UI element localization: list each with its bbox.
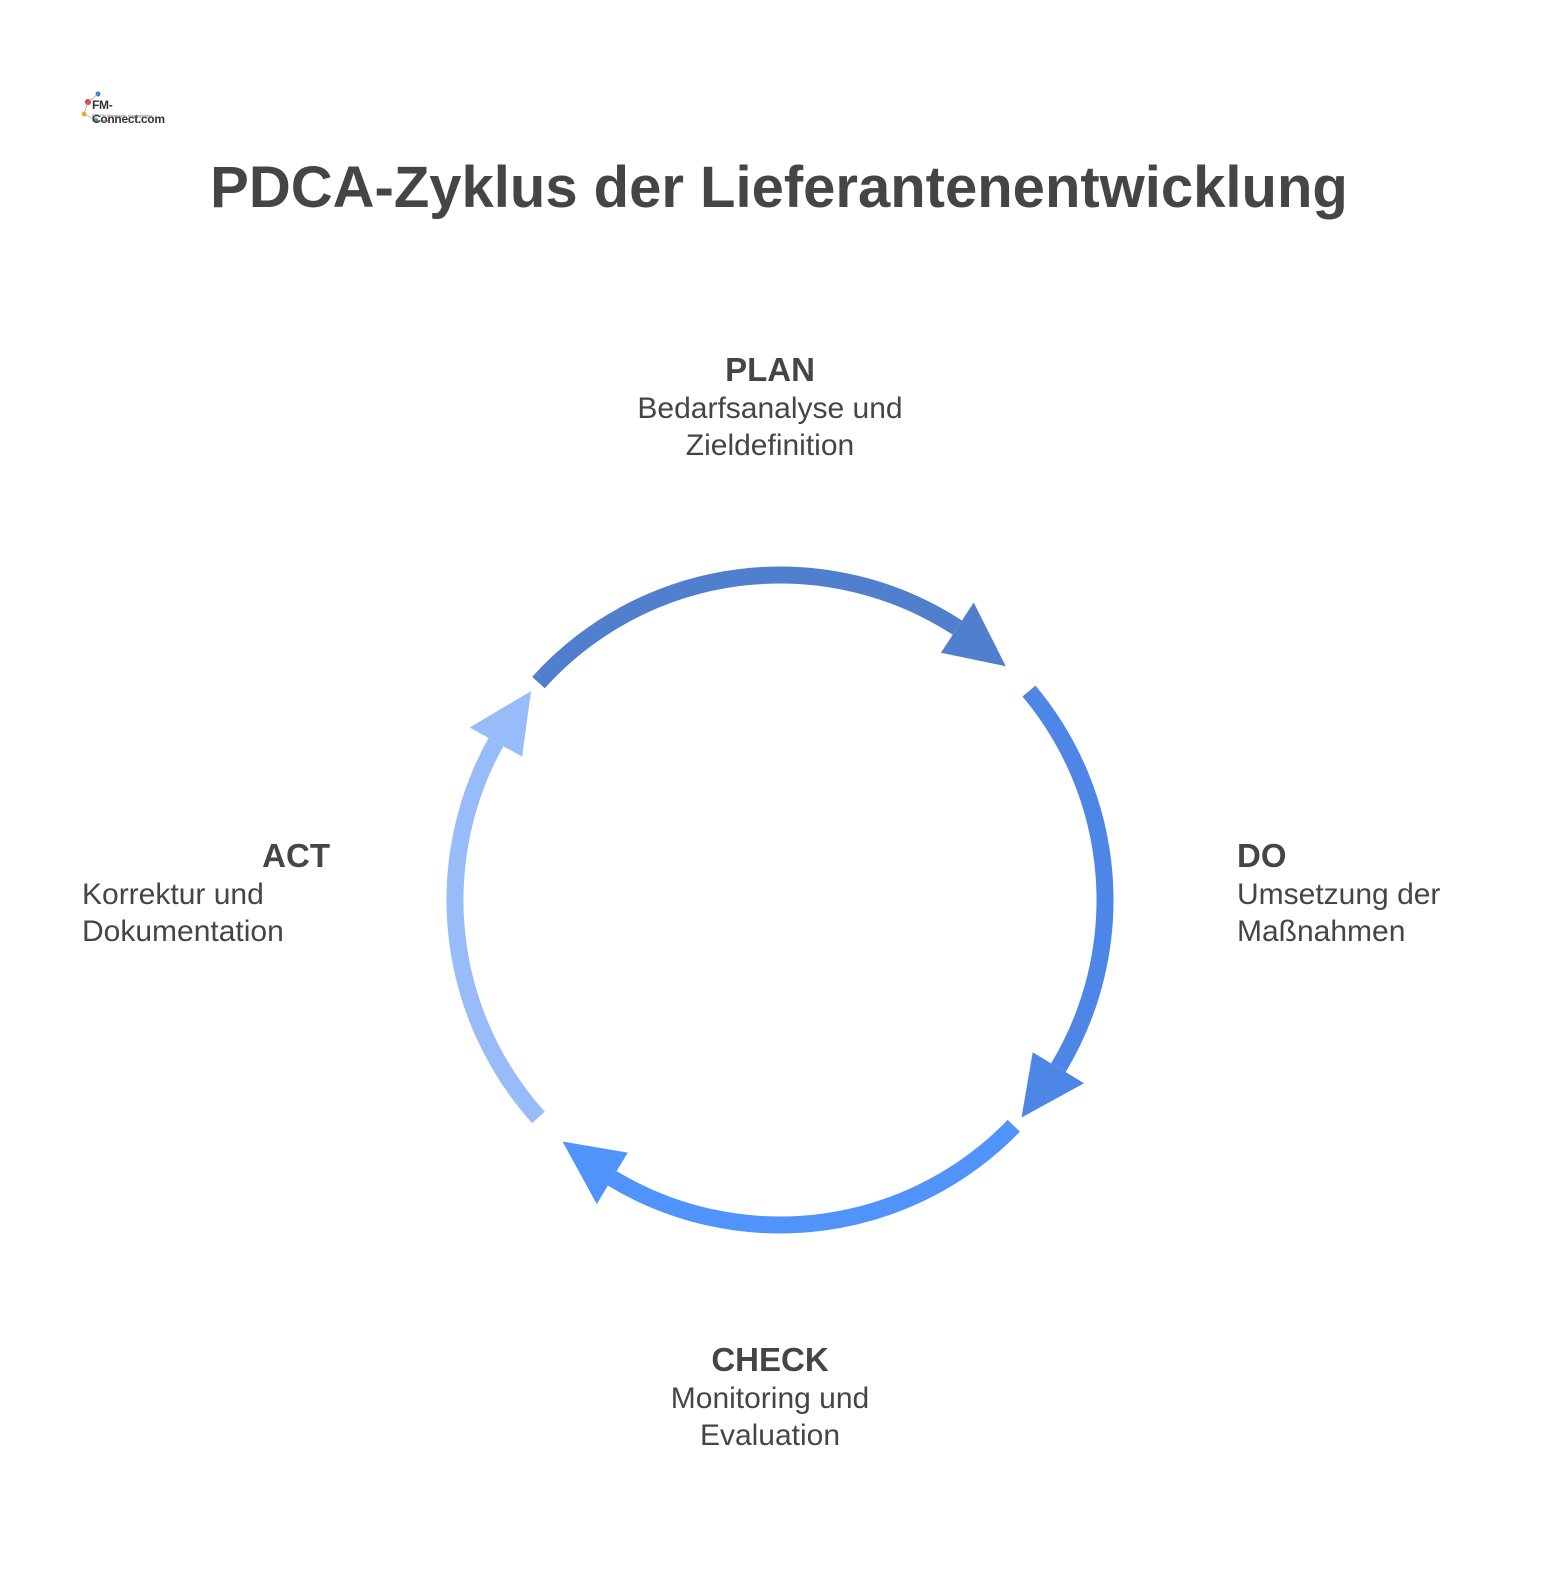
- stage-act: ACT Korrektur und Dokumentation: [30, 836, 330, 950]
- stage-act-desc-line1: Korrektur und: [82, 878, 264, 911]
- arrowhead-do: [1021, 1052, 1085, 1118]
- stage-plan: PLAN Bedarfsanalyse und Zieldefinition: [570, 350, 970, 464]
- cycle-arrow-plan: [532, 566, 962, 689]
- arrowhead-act: [469, 691, 532, 757]
- page-title: PDCA-Zyklus der Lieferantenentwicklung: [210, 155, 1348, 220]
- stage-do: DO Umsetzung der Maßnahmen: [1237, 836, 1537, 950]
- stage-check-name: CHECK: [711, 1341, 829, 1378]
- stage-check: CHECK Monitoring und Evaluation: [570, 1340, 970, 1454]
- stage-act-desc-line2: Dokumentation: [82, 915, 284, 948]
- logo-subtext: Das FM-Beratungs- und Ingenieur-Netzwerk: [92, 113, 154, 123]
- stage-do-desc-line2: Maßnahmen: [1237, 915, 1406, 948]
- logo: FM-Connect.com Das FM-Beratungs- und Ing…: [78, 84, 168, 130]
- cycle-arrow-check: [607, 1119, 1020, 1234]
- stage-check-desc-line2: Evaluation: [699, 1419, 841, 1452]
- stage-do-name: DO: [1237, 837, 1287, 874]
- arrowhead-check: [562, 1141, 628, 1205]
- stage-do-desc-line1: Umsetzung der: [1237, 878, 1441, 911]
- stage-plan-desc-line1: Bedarfsanalyse und: [637, 392, 903, 425]
- cycle-arrow-do: [1022, 685, 1114, 1073]
- cycle-arrow-act: [446, 737, 545, 1124]
- stage-plan-name: PLAN: [725, 351, 815, 388]
- arrowhead-plan: [940, 602, 1006, 667]
- stage-check-desc-line1: Monitoring und: [670, 1382, 870, 1415]
- logo-text: FM-Connect.com: [92, 98, 165, 126]
- network-logo-icon: [81, 91, 101, 122]
- stage-plan-desc-line2: Zieldefinition: [685, 429, 855, 462]
- stage-act-name: ACT: [262, 837, 330, 874]
